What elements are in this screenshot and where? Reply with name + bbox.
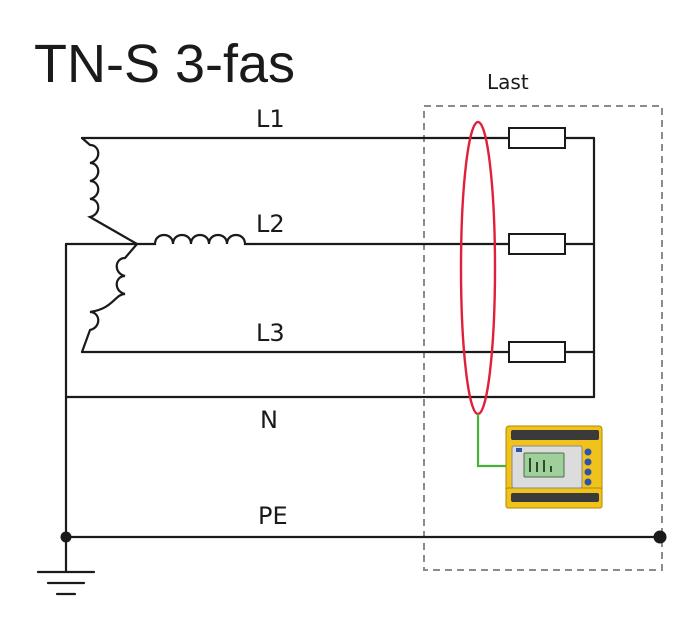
winding-l2-icon [135,233,250,246]
load-box [423,105,663,571]
winding-l1-icon [80,136,139,246]
transformer-windings [80,136,250,354]
current-transformer-icon [459,120,497,416]
label-l1: L1 [256,105,285,133]
load-resistor-l3 [508,341,566,363]
winding-l3-icon [80,242,139,354]
load-label: Last [487,70,529,94]
diagram-title: TN-S 3-fas [34,34,295,94]
label-l2: L2 [256,210,285,238]
label-n: N [260,406,278,434]
load-resistor-l2 [508,233,566,255]
label-pe: PE [258,502,288,530]
residual-current-monitor-icon [505,425,603,509]
pe-terminal-dot [653,530,667,544]
sense-wire [476,414,514,468]
load-resistor-l1 [508,127,566,149]
ground-symbol-icon [36,535,96,596]
label-l3: L3 [256,319,285,347]
